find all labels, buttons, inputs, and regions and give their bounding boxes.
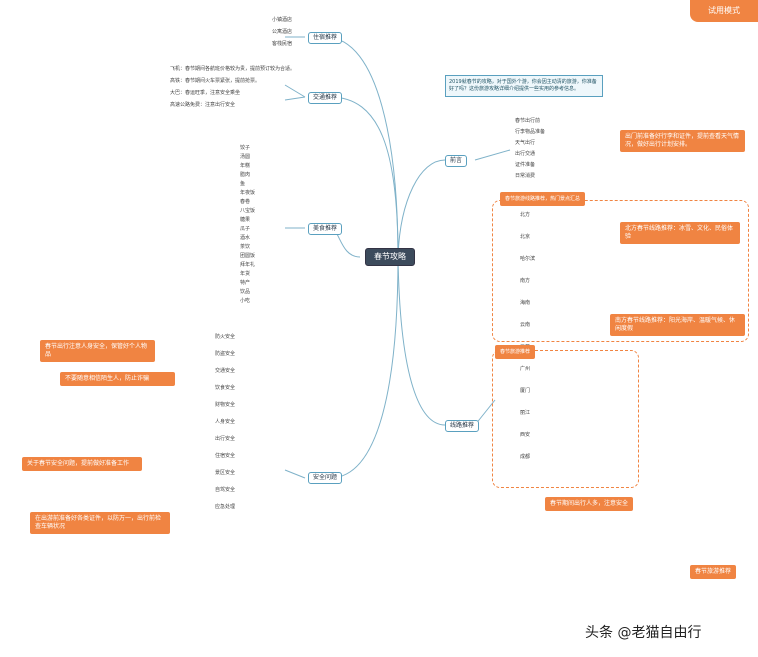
accommodation-item[interactable]: 小镇酒店 — [272, 17, 293, 23]
route-item[interactable]: 海南 — [520, 300, 531, 306]
route-item[interactable]: 南方 — [520, 278, 531, 284]
route-item[interactable]: 哈尔滨 — [520, 256, 536, 262]
branch-transport[interactable]: 交通推荐 — [308, 92, 343, 104]
transport-item[interactable]: 高铁：春节期间火车票紧张，提前抢票。 — [170, 78, 261, 84]
branch-food[interactable]: 美食推荐 — [308, 223, 343, 235]
food-item[interactable]: 糖果 — [240, 217, 251, 223]
route-item[interactable]: 成都 — [520, 454, 531, 460]
route-item[interactable]: 丽江 — [520, 410, 531, 416]
food-item[interactable]: 特产 — [240, 280, 251, 286]
route-item[interactable]: 北京 — [520, 234, 531, 240]
routes-frame-bottom — [492, 350, 639, 488]
routes-callout-top: 春节旅游线路推荐，热门景点汇总 — [500, 192, 586, 206]
food-item[interactable]: 酒水 — [240, 235, 251, 241]
routes-callout-1: 北方春节线路推荐：冰雪、文化、民俗体验 — [620, 222, 740, 244]
branch-safety[interactable]: 安全问题 — [308, 472, 343, 484]
route-item[interactable]: 广州 — [520, 366, 531, 372]
intro-box: 2019就春节的攻略，对于国外个游，你会因主动清的旅游，你准备好了吗？这份旅游攻… — [445, 75, 603, 97]
corner-badge: 试用模式 — [690, 0, 758, 22]
transport-item[interactable]: 大巴：春运旺季，注意安全乘坐 — [170, 90, 241, 96]
food-item[interactable]: 饮品 — [240, 289, 251, 295]
safety-item[interactable]: 财物安全 — [215, 402, 236, 408]
safety-item[interactable]: 应急处理 — [215, 504, 236, 510]
safety-callout-3: 关于春节安全问题，提前做好准备工作 — [22, 457, 142, 471]
route-item[interactable]: 北方 — [520, 212, 531, 218]
food-item[interactable]: 年夜饭 — [240, 190, 256, 196]
prep-item[interactable]: 春节出行前 — [515, 118, 541, 124]
routes-frame-top — [492, 200, 749, 342]
safety-item[interactable]: 交通安全 — [215, 368, 236, 374]
prep-item[interactable]: 证件准备 — [515, 162, 536, 168]
transport-item[interactable]: 高速公路免费：注意出行安全 — [170, 102, 236, 108]
food-item[interactable]: 饺子 — [240, 145, 251, 151]
branch-routes[interactable]: 线路推荐 — [445, 420, 480, 432]
accommodation-item[interactable]: 客栈民宿 — [272, 41, 293, 47]
route-item[interactable]: 西安 — [520, 432, 531, 438]
watermark: 头条 @老猫自由行 — [585, 625, 702, 641]
food-item[interactable]: 汤圆 — [240, 154, 251, 160]
routes-callout-3: 春节旅游推荐 — [495, 345, 536, 359]
branch-accommodation[interactable]: 住宿推荐 — [308, 32, 343, 44]
safety-item[interactable]: 饮食安全 — [215, 385, 236, 391]
food-item[interactable]: 拜年礼 — [240, 262, 256, 268]
safety-item[interactable]: 防火安全 — [215, 334, 236, 340]
food-item[interactable]: 鱼 — [240, 181, 246, 187]
food-item[interactable]: 团圆饭 — [240, 253, 256, 259]
prep-item[interactable]: 日常消费 — [515, 173, 536, 179]
prep-item[interactable]: 天气出行 — [515, 140, 536, 146]
safety-item[interactable]: 人身安全 — [215, 419, 236, 425]
accommodation-item[interactable]: 公寓酒店 — [272, 29, 293, 35]
routes-callout-4: 春节期间出行人多，注意安全 — [545, 497, 634, 511]
safety-callout-2: 不要随意相信陌生人，防止诈骗 — [60, 372, 175, 386]
prep-item[interactable]: 行李物品准备 — [515, 129, 546, 135]
food-item[interactable]: 年货 — [240, 271, 251, 277]
routes-callout-2: 南方春节线路推荐：阳光海岸、温暖气候、休闲度假 — [610, 314, 745, 336]
route-item[interactable]: 云南 — [520, 322, 531, 328]
safety-item[interactable]: 防盗安全 — [215, 351, 236, 357]
branch-prep[interactable]: 前言 — [445, 155, 468, 167]
safety-callout-1: 春节出行注意人身安全，保管好个人物品 — [40, 340, 155, 362]
safety-item[interactable]: 景区安全 — [215, 470, 236, 476]
prep-item[interactable]: 出行交通 — [515, 151, 536, 157]
routes-callout-5: 春节旅游推荐 — [690, 565, 737, 579]
safety-item[interactable]: 住宿安全 — [215, 453, 236, 459]
food-item[interactable]: 八宝饭 — [240, 208, 256, 214]
food-item[interactable]: 年糕 — [240, 163, 251, 169]
prep-callout: 出门前准备好行李和证件，提前查看天气情况，做好出行计划安排。 — [620, 130, 745, 152]
food-item[interactable]: 春卷 — [240, 199, 251, 205]
transport-item[interactable]: 飞机：春节期间各航班价格较为贵，提前预订较为合适。 — [170, 66, 296, 72]
route-item[interactable]: 厦门 — [520, 388, 531, 394]
food-item[interactable]: 茶饮 — [240, 244, 251, 250]
food-item[interactable]: 腊肉 — [240, 172, 251, 178]
center-node[interactable]: 春节攻略 — [365, 248, 415, 266]
safety-item[interactable]: 自驾安全 — [215, 487, 236, 493]
safety-callout-4: 在出游前准备好各类证件，以防万一，出行前检查车辆状况 — [30, 512, 170, 534]
food-item[interactable]: 小吃 — [240, 298, 251, 304]
safety-item[interactable]: 出行安全 — [215, 436, 236, 442]
food-item[interactable]: 瓜子 — [240, 226, 251, 232]
